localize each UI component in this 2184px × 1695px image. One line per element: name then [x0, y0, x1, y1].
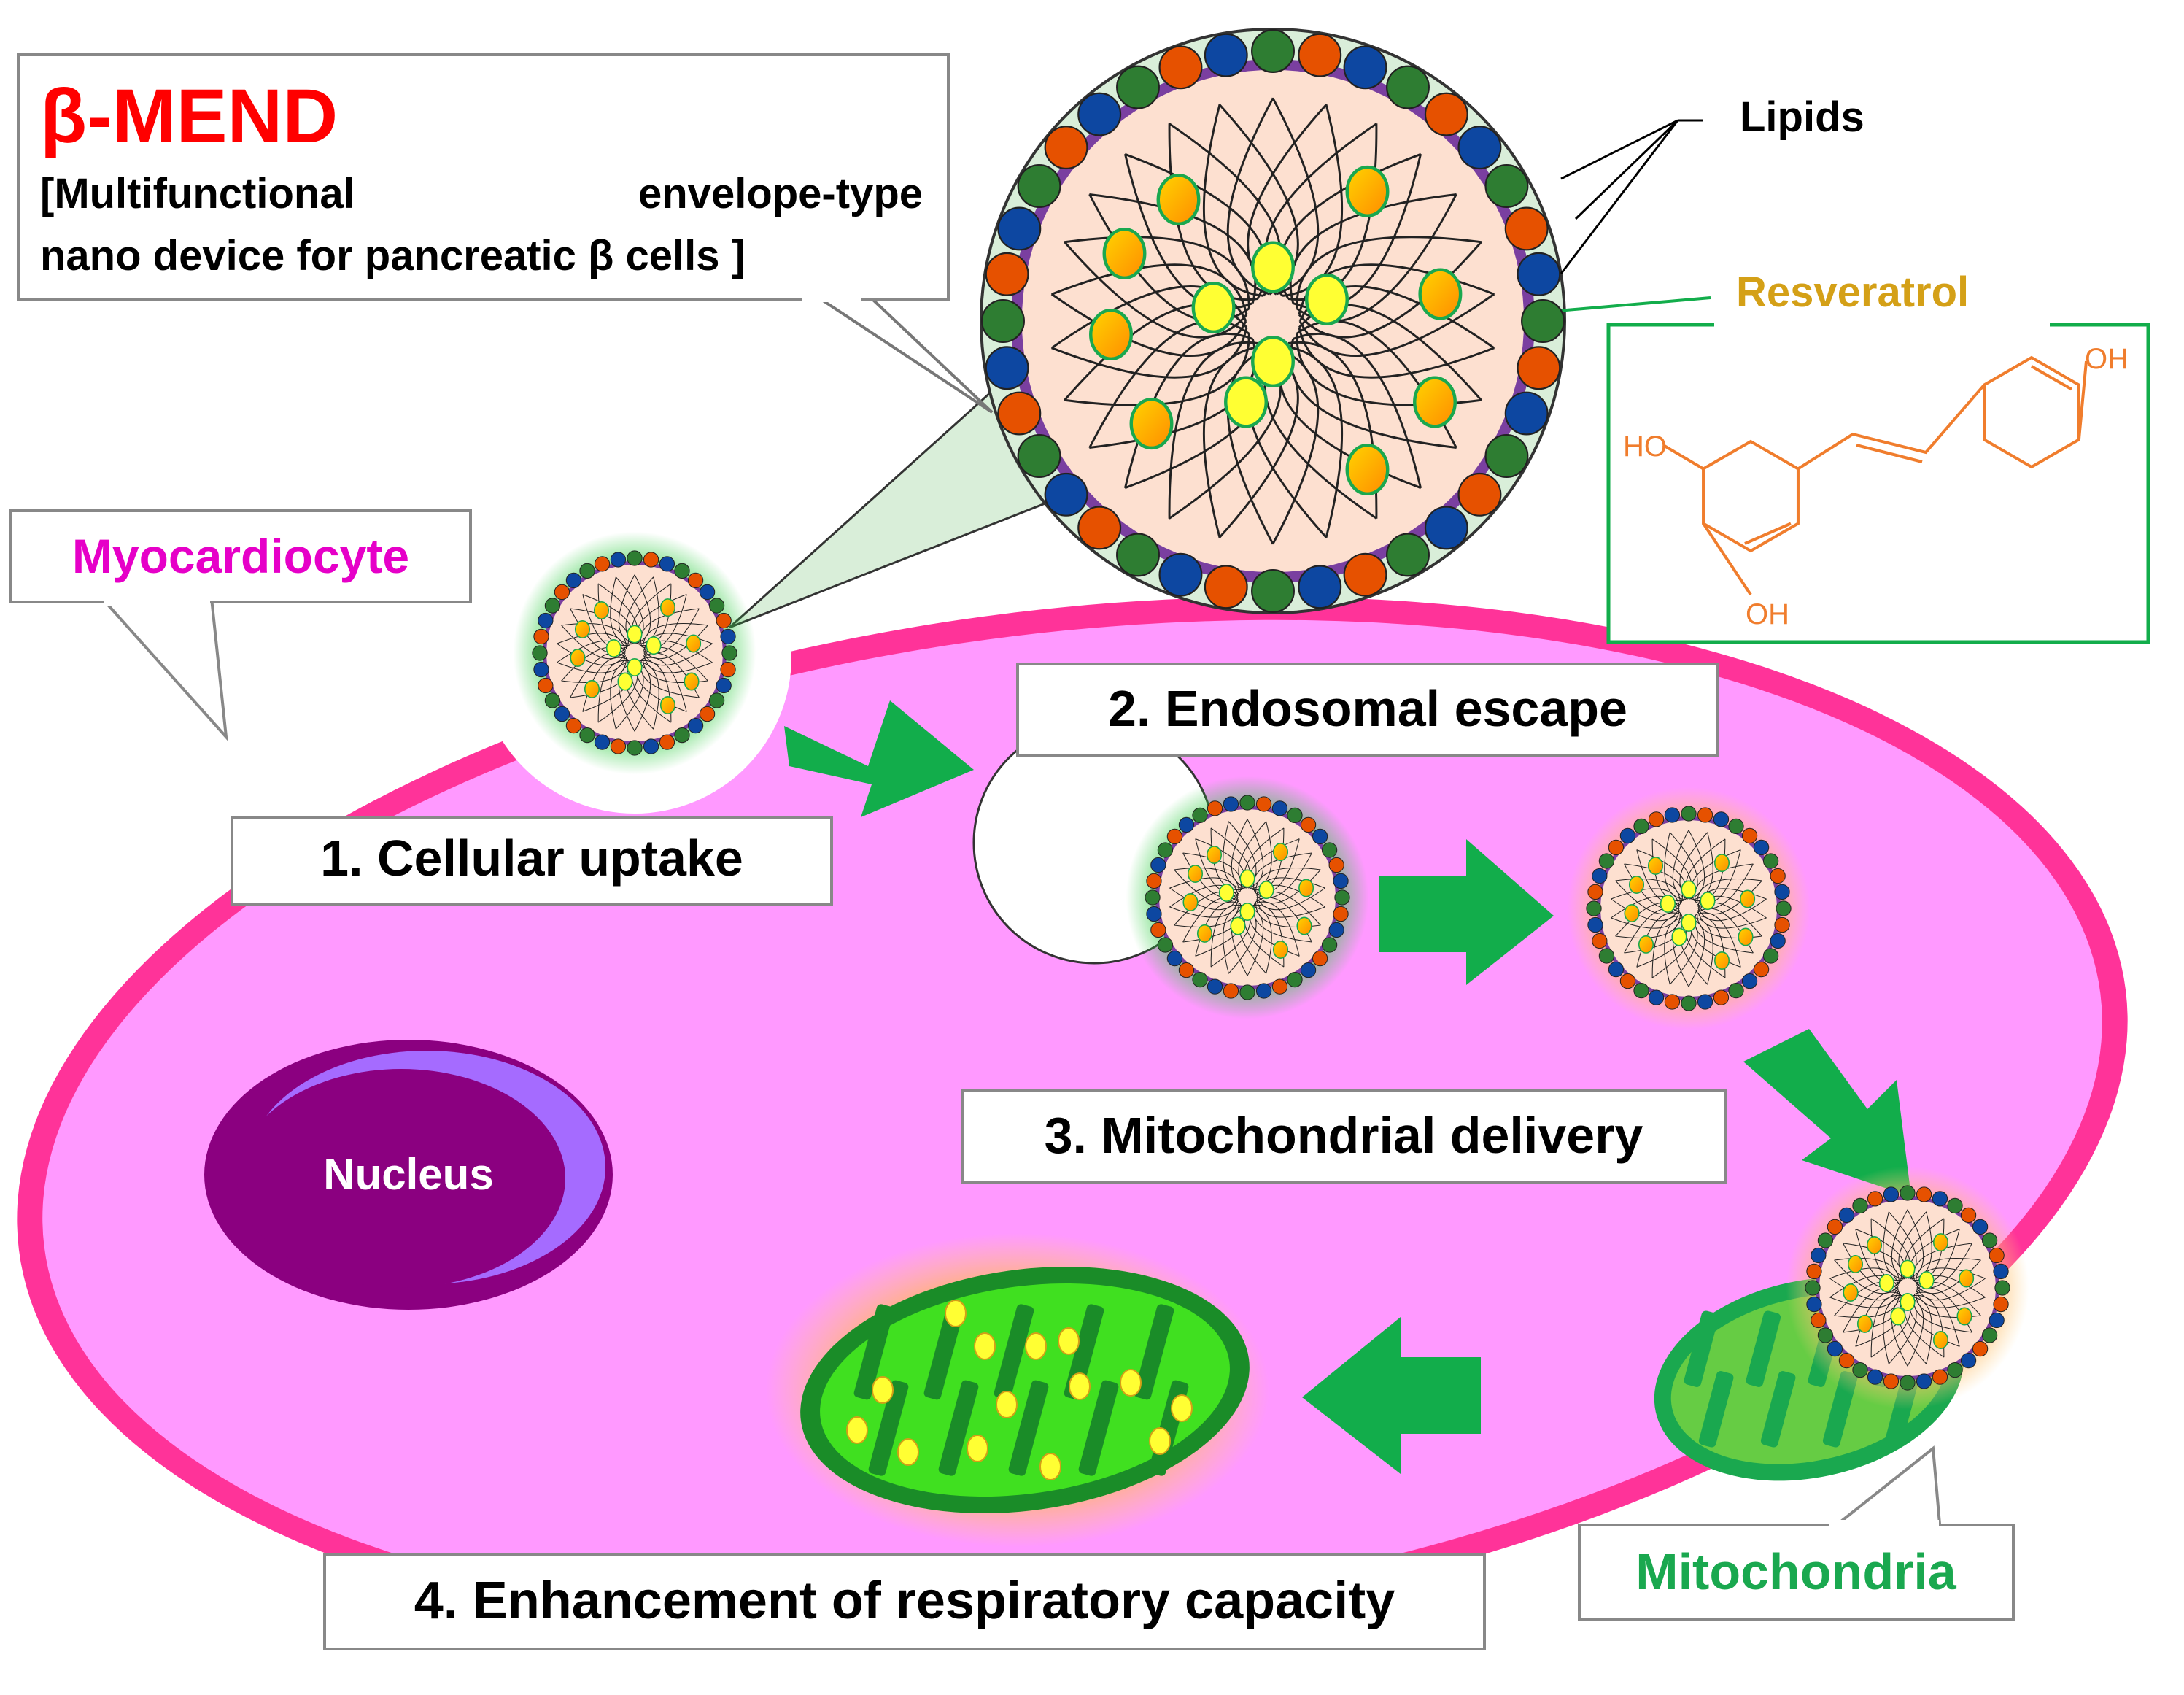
resveratrol-dot: [1120, 1369, 1142, 1397]
resveratrol-dot: [967, 1435, 988, 1462]
subtitle-line1-a: [Multifunctional: [40, 170, 355, 217]
step1-box: [231, 816, 833, 906]
resveratrol-dot: [1171, 1394, 1193, 1422]
resveratrol-structure-box: [1606, 323, 2150, 644]
mitochondria-box: [1578, 1524, 2015, 1621]
arrow-step3: [1743, 1029, 1911, 1197]
title-box: [17, 53, 950, 301]
resveratrol-label: Resveratrol: [1736, 269, 1969, 316]
step2-box: [1016, 663, 1719, 757]
arrow-step2: [1379, 839, 1554, 985]
nucleus-label: Nucleus: [323, 1150, 493, 1199]
resveratrol-dot: [974, 1332, 996, 1360]
crista: [853, 1304, 894, 1400]
step2-label: 2. Endosomal escape: [1108, 680, 1627, 737]
nanoparticle-zoomed: [981, 29, 1565, 613]
title-text: β-MEND: [40, 74, 338, 159]
nanoparticle-endosome: [1126, 776, 1369, 1019]
subtitle-line2: nano device for pancreatic β cells ]: [40, 232, 746, 279]
resveratrol-dot: [872, 1376, 894, 1404]
subtitle-line1-b: envelope-type: [638, 170, 923, 217]
arrow-step4: [1302, 1317, 1481, 1474]
lipids-pointer: [1560, 119, 1703, 274]
step3-box: [961, 1089, 1727, 1184]
crista: [1078, 1380, 1119, 1476]
nanoparticle-uptake: [513, 531, 756, 775]
title-callout-pointer: [793, 282, 994, 414]
myocardiocyte-label: Myocardiocyte: [72, 529, 409, 583]
myocardiocyte-pointer: [98, 597, 228, 741]
resveratrol-dot: [1149, 1427, 1171, 1455]
crista: [1008, 1380, 1049, 1476]
resveratrol-molecule: [1662, 355, 2088, 596]
resveratrol-dot: [945, 1300, 967, 1327]
crista: [1760, 1371, 1796, 1448]
crista: [868, 1380, 909, 1476]
resveratrol-dot: [996, 1391, 1018, 1418]
crista: [1698, 1371, 1734, 1448]
lipids-label: Lipids: [1740, 93, 1864, 141]
step4-box: [323, 1553, 1486, 1650]
crista: [994, 1304, 1034, 1400]
mitochondrion-enhanced: [766, 1233, 1269, 1547]
resveratrol-dot: [897, 1438, 919, 1466]
nucleus: Nucleus: [204, 1040, 613, 1310]
mitochondria-label: Mitochondria: [1635, 1543, 1956, 1600]
crista: [923, 1304, 964, 1400]
crista: [1684, 1310, 1719, 1387]
molecule-oh-top: OH: [2085, 343, 2129, 375]
molecule-ho-left: HO: [1623, 430, 1667, 463]
crista: [1746, 1310, 1781, 1387]
resveratrol-dot: [1039, 1453, 1061, 1480]
resveratrol-dot: [1069, 1372, 1091, 1400]
resveratrol-dot: [1025, 1332, 1047, 1360]
resveratrol-dot: [1058, 1327, 1080, 1355]
nanoparticle-mitochondria: [1786, 1166, 2029, 1410]
step3-label: 3. Mitochondrial delivery: [1045, 1107, 1643, 1164]
nanoparticle-escaped: [1567, 787, 1811, 1030]
myocardiocyte-box: [9, 509, 472, 603]
resveratrol-dot: [846, 1416, 868, 1444]
molecule-oh-bottom: OH: [1746, 598, 1789, 630]
crista: [938, 1380, 979, 1476]
arrow-step1: [784, 700, 974, 817]
step4-label: 4. Enhancement of respiratory capacity: [414, 1572, 1395, 1630]
step1-label: 1. Cellular uptake: [320, 830, 743, 887]
crista: [1134, 1304, 1174, 1400]
